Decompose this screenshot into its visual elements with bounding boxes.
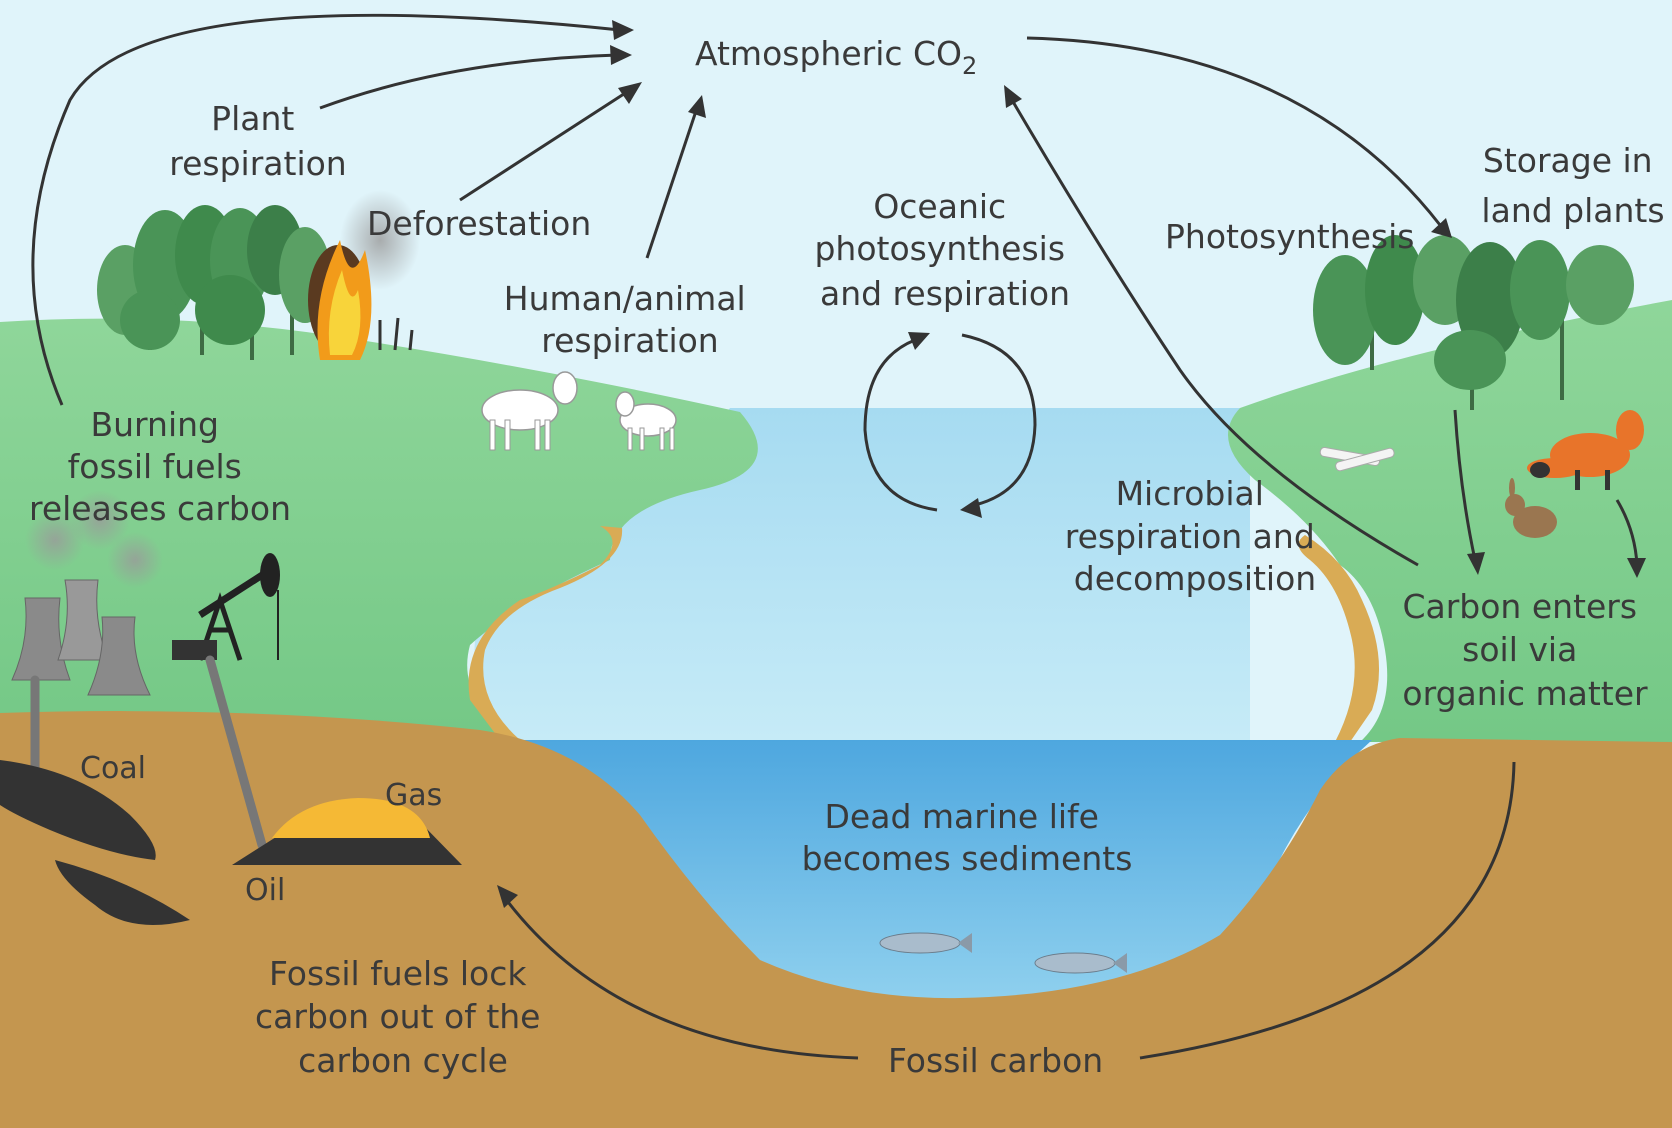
arrow-ocean-cycle-right — [961, 333, 1037, 507]
label-fossil-fuels-lock: Fossil fuels lock carbon out of the carb… — [255, 954, 551, 1080]
arrow-soil-to-fossil-carbon — [1139, 761, 1516, 1060]
arrow-deforestation — [459, 88, 631, 202]
arrowhead-human-animal — [688, 95, 706, 118]
land-left — [0, 318, 758, 740]
gas-deposit — [272, 798, 430, 838]
arrow-photosynthesis — [1026, 36, 1442, 226]
rabbit — [1505, 478, 1557, 538]
arrow-plants-to-soil — [1453, 409, 1477, 561]
goat-large — [481, 371, 578, 451]
arrow-fossil-carbon-to-fuels — [503, 897, 859, 1060]
arrow-plant-respiration — [319, 53, 619, 110]
arrowhead-plants-to-soil — [1467, 552, 1485, 575]
land-right — [1228, 300, 1672, 742]
bones — [1319, 446, 1395, 472]
label-dead-marine-life: Dead marine life becomes sediments — [802, 797, 1133, 878]
label-plant-respiration: Plant respiration — [169, 99, 346, 183]
arrowhead-plant-respiration — [610, 45, 632, 65]
oil-pump — [172, 553, 280, 661]
label-atmospheric-co2: Atmospheric CO2 — [695, 34, 977, 80]
label-fossil-carbon: Fossil carbon — [888, 1041, 1103, 1080]
arrow-microbial-to-atmosphere — [1010, 99, 1419, 567]
arrowhead-microbial — [1004, 85, 1022, 108]
label-burning-fossil-fuels: Burning fossil fuels releases carbon — [29, 405, 291, 528]
arrowhead-photosynthesis — [1431, 218, 1452, 238]
label-storage-land-plants: Storage in land plants — [1481, 141, 1664, 230]
label-deforestation: Deforestation — [367, 204, 591, 243]
label-oil: Oil — [245, 873, 285, 908]
label-gas: Gas — [385, 778, 442, 813]
label-oceanic-photosynthesis: Oceanic photosynthesis and respiration — [814, 187, 1075, 313]
fish-2 — [1034, 952, 1127, 974]
burning-tree — [308, 190, 420, 360]
arrowhead-burning — [612, 20, 634, 40]
label-coal: Coal — [80, 751, 146, 786]
arrowhead-ocean-right — [960, 498, 982, 518]
sand-bank-right — [1298, 535, 1380, 742]
arrowhead-deforestation — [618, 82, 642, 104]
label-photosynthesis: Photosynthesis — [1165, 217, 1414, 256]
forest-right — [1313, 235, 1634, 410]
label-carbon-enters-soil: Carbon enters soil via organic matter — [1402, 587, 1648, 713]
power-plant — [11, 490, 163, 696]
arrow-ocean-cycle-left — [863, 338, 938, 512]
label-microbial-respiration: Microbial respiration and decomposition — [1065, 474, 1326, 598]
arrowhead-animals-to-soil — [1627, 558, 1646, 578]
label-human-animal-respiration: Human/animal respiration — [504, 279, 756, 360]
coal-seam-upper — [0, 760, 156, 860]
oil-pipe — [205, 655, 267, 850]
goat-small — [615, 391, 677, 451]
coal-seam-lower — [55, 860, 190, 925]
fish-1 — [879, 932, 972, 954]
fox — [1527, 410, 1644, 490]
arrowhead-ocean-left — [908, 332, 930, 350]
arrow-burning-to-atmosphere — [31, 13, 621, 406]
arrowhead-fossil-fuels — [497, 885, 518, 908]
arrow-human-animal — [645, 107, 699, 259]
forest-left — [97, 205, 331, 360]
soil — [0, 711, 1672, 1128]
